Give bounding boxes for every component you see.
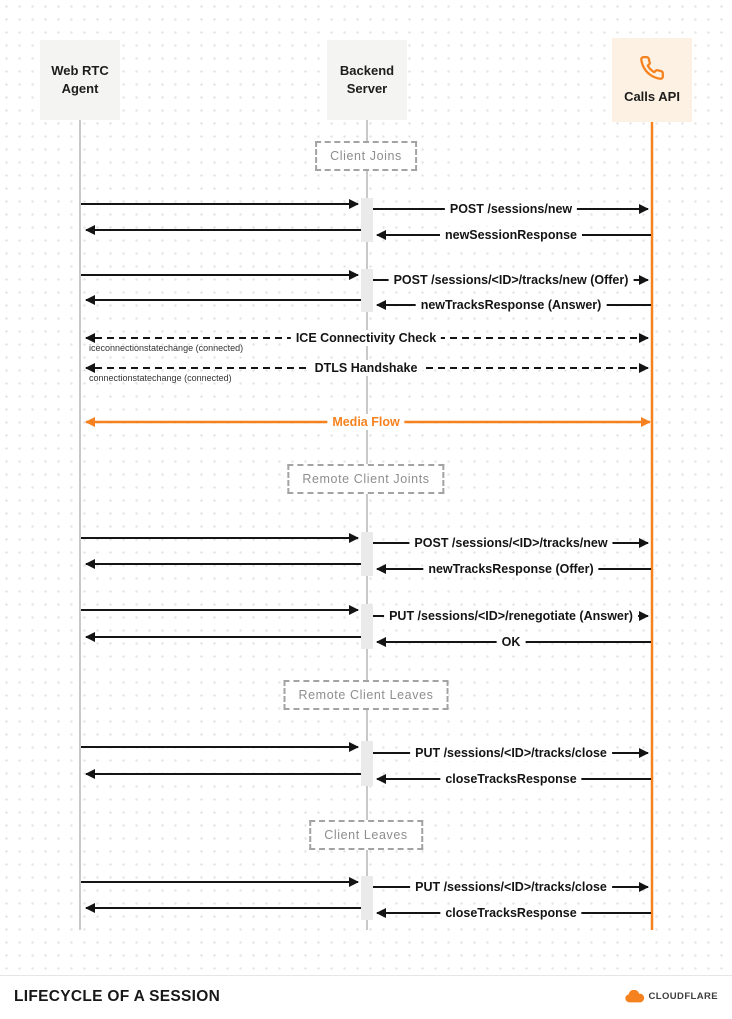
message-post-tracks-new-offer: POST /sessions/<ID>/tracks/new (Offer) <box>388 272 634 288</box>
actor-label: Web RTC Agent <box>51 63 109 96</box>
message-post-sessions-new: POST /sessions/new <box>444 201 578 217</box>
section-remote-client-joints: Remote Client Joints <box>287 464 445 494</box>
backend-to-agent-arrows <box>85 225 361 913</box>
message-new-session-response: newSessionResponse <box>440 227 582 243</box>
agent-to-backend-arrows <box>81 199 359 887</box>
message-new-tracks-response-answer: newTracksResponse (Answer) <box>415 297 607 313</box>
message-put-renegotiate-answer: PUT /sessions/<ID>/renegotiate (Answer) <box>384 608 638 624</box>
activation-bars <box>361 198 373 920</box>
lifelines <box>79 120 654 930</box>
actor-backend-server: Backend Server <box>327 40 407 120</box>
message-ok: OK <box>496 634 526 650</box>
actor-label: Calls API <box>624 88 680 104</box>
page-title: LIFECYCLE OF A SESSION <box>14 988 221 1005</box>
cloudflare-brand: CLOUDFLARE <box>624 989 718 1003</box>
label-dtls-handshake: DTLS Handshake <box>309 360 423 376</box>
actor-calls-api: Calls API <box>612 38 692 122</box>
section-client-joins: Client Joins <box>315 141 417 171</box>
cloudflare-wordmark: CLOUDFLARE <box>648 991 718 1002</box>
actor-label: Backend Server <box>339 63 395 96</box>
message-post-tracks-new: POST /sessions/<ID>/tracks/new <box>409 535 613 551</box>
section-remote-client-leaves: Remote Client Leaves <box>283 680 449 710</box>
label-media-flow: Media Flow <box>327 414 405 430</box>
label-ice-connectivity-check: ICE Connectivity Check <box>290 330 442 346</box>
message-close-tracks-response-1: closeTracksResponse <box>440 771 582 787</box>
cloudflare-cloud-icon <box>624 989 645 1003</box>
dashed-span-arrows <box>85 333 649 373</box>
note-iceconnectionstatechange: iceconnectionstatechange (connected) <box>89 343 244 353</box>
phone-icon <box>639 55 665 81</box>
message-close-tracks-response-2: closeTracksResponse <box>440 905 582 921</box>
footer-divider <box>0 975 732 976</box>
message-put-tracks-close-2: PUT /sessions/<ID>/tracks/close <box>410 879 612 895</box>
note-connectionstatechange: connectionstatechange (connected) <box>89 373 232 383</box>
section-client-leaves: Client Leaves <box>309 820 423 850</box>
actor-web-rtc-agent: Web RTC Agent <box>40 40 120 120</box>
message-put-tracks-close-1: PUT /sessions/<ID>/tracks/close <box>410 745 612 761</box>
message-new-tracks-response-offer: newTracksResponse (Offer) <box>423 561 599 577</box>
